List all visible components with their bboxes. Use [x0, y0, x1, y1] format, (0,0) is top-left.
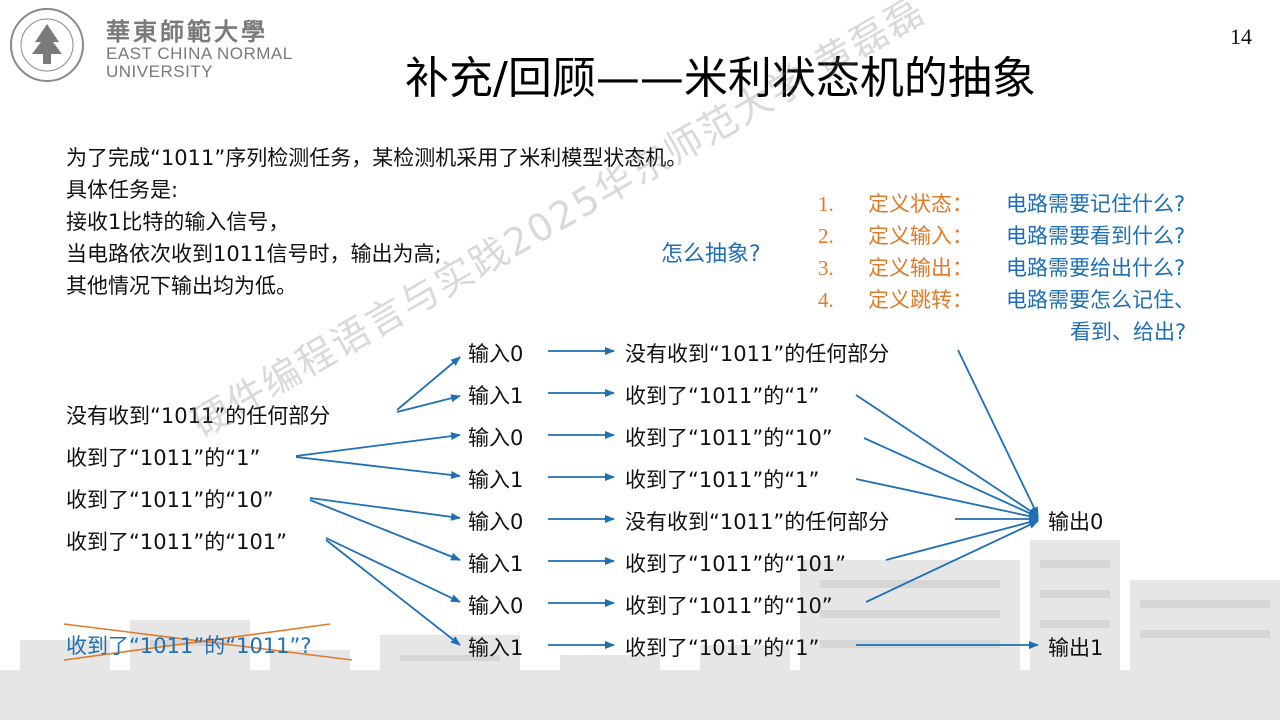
arrow-state2-input0 [310, 498, 460, 518]
transition-next-state: 没有收到“1011”的任何部分 [625, 338, 889, 368]
transition-next-state: 没有收到“1011”的任何部分 [625, 506, 889, 536]
output-high-label: 输出1 [1048, 632, 1103, 662]
arrow-state1-input1 [296, 457, 460, 476]
arrow-to-output0-6 [866, 521, 1038, 602]
transition-input: 输入1 [468, 464, 523, 494]
arrow-state2-input1 [310, 500, 460, 560]
transition-input: 输入0 [468, 506, 523, 536]
arrow-state1-input0 [296, 435, 460, 456]
transition-input: 输入0 [468, 590, 523, 620]
transition-next-state: 收到了“1011”的“10” [625, 422, 833, 452]
transition-next-state: 收到了“1011”的“1” [625, 464, 819, 494]
crossed-out-state-1011: 收到了“1011”的“1011”? [66, 630, 312, 660]
transition-input: 输入0 [468, 422, 523, 452]
transition-next-state: 收到了“1011”的“1” [625, 632, 819, 662]
transition-input: 输入1 [468, 548, 523, 578]
arrow-to-output0-0 [958, 350, 1038, 516]
state-label-10: 收到了“1011”的“10” [66, 484, 274, 514]
state-label-101: 收到了“1011”的“101” [66, 526, 287, 556]
arrow-state0-input0 [397, 357, 460, 410]
transition-input: 输入0 [468, 338, 523, 368]
transition-next-state: 收到了“1011”的“1” [625, 380, 819, 410]
transition-input: 输入1 [468, 380, 523, 410]
arrow-to-output0-5 [886, 520, 1038, 560]
transition-next-state: 收到了“1011”的“10” [625, 590, 833, 620]
transition-input: 输入1 [468, 632, 523, 662]
state-label-1: 收到了“1011”的“1” [66, 442, 260, 472]
arrow-to-output0-2 [864, 438, 1038, 517]
transition-next-state: 收到了“1011”的“101” [625, 548, 846, 578]
arrow-state0-input1 [397, 396, 460, 412]
output-low-label: 输出0 [1048, 506, 1103, 536]
